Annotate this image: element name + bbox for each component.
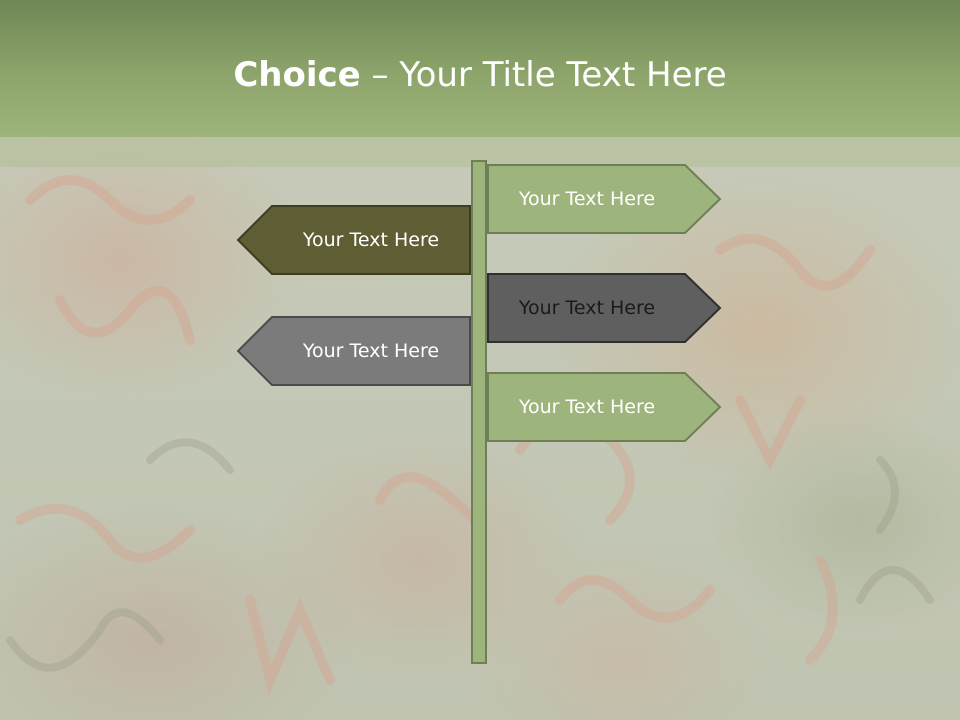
signpost-pole (471, 160, 487, 664)
title-rest: – Your Title Text Here (360, 55, 727, 95)
sign-1-label: Your Text Here (518, 188, 656, 210)
title-band (0, 0, 960, 137)
sign-5-shape[interactable] (487, 372, 722, 442)
sign-3-shape[interactable] (487, 273, 722, 343)
sign-3-label: Your Text Here (518, 297, 656, 319)
sign-4-shape[interactable] (236, 316, 471, 386)
sign-2-label: Your Text Here (302, 229, 440, 251)
page-title: Choice – Your Title Text Here (0, 50, 960, 100)
sign-1-shape[interactable] (487, 164, 722, 234)
title-bold: Choice (233, 55, 361, 95)
sign-2-shape[interactable] (236, 205, 471, 275)
sign-4-label: Your Text Here (302, 340, 440, 362)
sign-5-label: Your Text Here (518, 396, 656, 418)
